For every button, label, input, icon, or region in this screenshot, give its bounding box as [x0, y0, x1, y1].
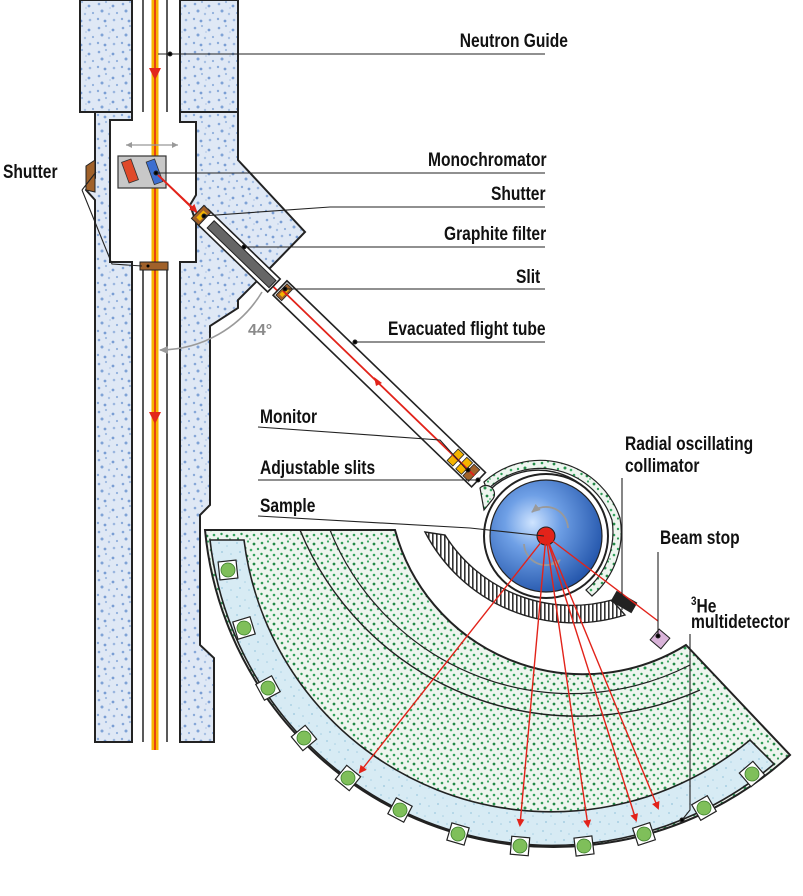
- detector-tube: [738, 760, 766, 788]
- beam-arrow-icon: [149, 68, 161, 80]
- label-beam-stop: Beam stop: [660, 528, 740, 549]
- detector-tube: [509, 835, 531, 857]
- detector-tube: [232, 616, 256, 640]
- beam-stop: [649, 628, 671, 650]
- radial-collimator: [423, 531, 638, 624]
- detector-tube: [334, 764, 362, 792]
- label-angle: 44°: [248, 322, 273, 339]
- label-sample: Sample: [260, 496, 316, 517]
- label-collimator-2: collimator: [625, 456, 700, 477]
- label-shutter-right: Shutter: [491, 184, 546, 205]
- label-slit: Slit: [516, 267, 541, 288]
- label-monitor: Monitor: [260, 407, 318, 428]
- detector-tubes: [217, 559, 766, 857]
- detector-tube: [387, 797, 413, 823]
- beam-arrow-icon: [374, 377, 382, 386]
- detector-tube: [254, 674, 282, 702]
- shielding: [79, 0, 307, 743]
- label-collimator-1: Radial oscillating: [625, 434, 754, 455]
- label-multidetector-2: multidetector: [691, 612, 790, 633]
- detector-tube: [631, 821, 657, 847]
- label-multidetector-1: 3He: [691, 594, 717, 618]
- monochromator: [117, 142, 178, 189]
- scattered-beams: [358, 535, 660, 828]
- label-flight-tube: Evacuated flight tube: [388, 319, 546, 340]
- leader-lines: [81, 51, 691, 823]
- detector-tube: [446, 822, 470, 846]
- label-shutter-left: Shutter: [3, 162, 58, 183]
- label-neutron-guide: Neutron Guide: [459, 31, 568, 52]
- detector-tube: [573, 835, 595, 857]
- beam-arrow-icon: [149, 412, 161, 424]
- angle-indicator: [159, 291, 263, 354]
- detector-tube: [217, 559, 239, 581]
- label-monochromator: Monochromator: [428, 150, 547, 171]
- detector-tube: [290, 724, 318, 752]
- primary-beam: [149, 0, 161, 750]
- label-graphite-filter: Graphite filter: [444, 224, 547, 245]
- label-adjustable-slits: Adjustable slits: [260, 458, 376, 479]
- detector-tube: [690, 794, 718, 822]
